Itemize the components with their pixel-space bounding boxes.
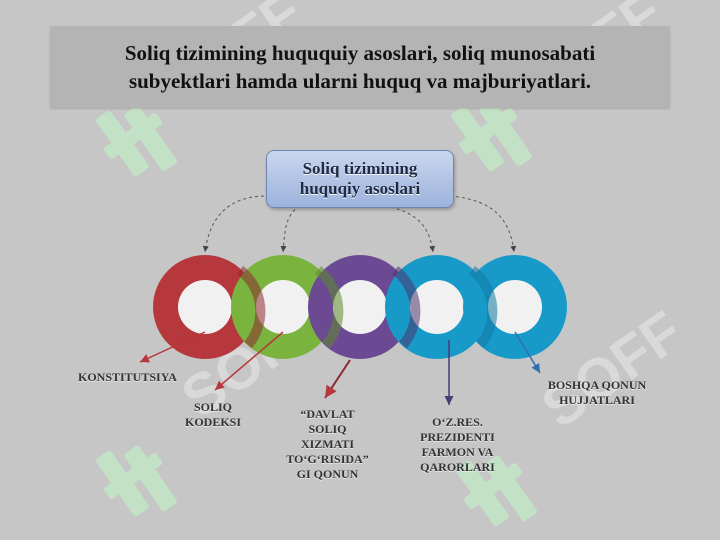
center-box: Soliq tizimining huquqiy asoslari bbox=[266, 150, 454, 208]
label-soliq-kodeksi: SOLIQ KODEKSI bbox=[184, 400, 241, 429]
label-konstitutsiya: KONSTITUTSIYA bbox=[78, 370, 177, 384]
label-prezident-farmon: O‘Z.RES. PREZIDENTI FARMON VA QARORLARI bbox=[420, 415, 495, 474]
center-box-label: Soliq tizimining huquqiy asoslari bbox=[299, 159, 421, 198]
arrow-soliq-kodeksi bbox=[214, 331, 284, 391]
page-title: Soliq tizimining huququiy asoslari, soli… bbox=[50, 26, 670, 108]
watermark-logo-icon bbox=[96, 105, 177, 177]
connector-arrow bbox=[280, 205, 301, 253]
connector-arrow bbox=[449, 195, 517, 253]
arrow-davlat-soliq bbox=[324, 359, 351, 399]
connector-arrow bbox=[384, 205, 436, 253]
watermark-logo-icon bbox=[451, 100, 532, 172]
watermark-logo-icon bbox=[96, 445, 177, 517]
label-davlat-soliq-xizmati: “DAVLAT SOLIQ XIZMATI TO‘G‘RISIDA” GI QO… bbox=[286, 407, 369, 481]
label-boshqa-qonun: BOSHQA QONUN HUJJATLARI bbox=[547, 378, 647, 407]
arrow-boshqa bbox=[514, 331, 541, 374]
connector-arrow bbox=[202, 195, 271, 253]
arrow-konstitutsiya bbox=[139, 331, 206, 363]
watermark-logo-icon bbox=[456, 455, 537, 527]
page-title-text: Soliq tizimining huququiy asoslari, soli… bbox=[124, 41, 596, 93]
